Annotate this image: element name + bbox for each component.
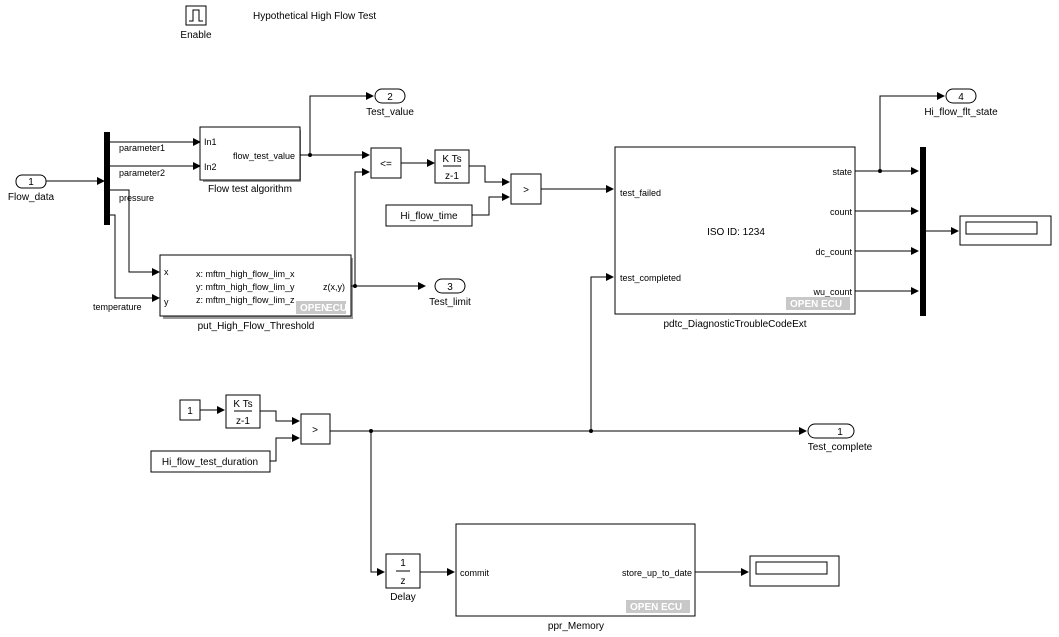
svg-text:OPEN: OPEN <box>300 303 328 314</box>
bus-signal-pressure: pressure <box>119 193 154 203</box>
bus-signal-parameter2: parameter2 <box>119 168 165 178</box>
display-block-2[interactable] <box>749 555 840 587</box>
outport-test-value[interactable]: 2 <box>374 88 406 104</box>
high-flow-threshold-label: put_High_Flow_Threshold <box>198 321 315 332</box>
svg-text:z-1: z-1 <box>236 416 250 427</box>
outport-hi-flow-flt-state[interactable]: 4 <box>945 88 977 104</box>
diagnostic-trouble-code-block[interactable]: test_failed test_completed ISO ID: 1234 … <box>614 146 856 315</box>
svg-text:3: 3 <box>447 282 453 293</box>
svg-text:test_failed: test_failed <box>620 188 661 198</box>
diagram-title: Hypothetical High Flow Test <box>253 11 376 22</box>
enable-block[interactable] <box>185 5 207 26</box>
memory-block[interactable]: commit store_up_to_date OPEN ECU <box>455 523 696 617</box>
outport-hi-flow-flt-state-label: Hi_flow_flt_state <box>924 107 998 118</box>
high-flow-threshold-block[interactable]: x y x: mftm_high_flow_lim_x y: mftm_high… <box>159 254 353 319</box>
svg-text:test_completed: test_completed <box>620 273 681 283</box>
svg-text:OPEN: OPEN <box>630 602 658 613</box>
bus-selector[interactable] <box>104 132 110 225</box>
svg-text:state: state <box>832 167 852 177</box>
outport-test-complete[interactable]: 1 <box>807 423 855 439</box>
delay-label: Delay <box>390 592 416 603</box>
svg-text:Hi_flow_time: Hi_flow_time <box>400 211 458 222</box>
enable-label: Enable <box>180 30 212 41</box>
svg-text:>: > <box>312 425 318 436</box>
svg-text:z-1: z-1 <box>445 171 459 182</box>
svg-text:dc_count: dc_count <box>815 247 852 257</box>
relational-operator-gt-1[interactable]: > <box>510 173 542 205</box>
memory-label: ppr_Memory <box>548 621 604 632</box>
bus-signal-temperature: temperature <box>93 302 142 312</box>
svg-text:z: z <box>401 576 406 587</box>
relational-operator-le[interactable]: <= <box>370 147 402 179</box>
svg-text:1: 1 <box>837 427 843 438</box>
svg-text:Hi_flow_test_duration: Hi_flow_test_duration <box>162 457 258 468</box>
flow-test-algorithm-label: Flow test algorithm <box>208 184 292 195</box>
svg-text:>: > <box>523 185 529 196</box>
inport-flow-data[interactable]: 1 <box>15 174 47 189</box>
outport-test-limit[interactable]: 3 <box>434 278 466 294</box>
svg-text:y: mftm_high_flow_lim_y: y: mftm_high_flow_lim_y <box>196 282 295 292</box>
svg-text:x: mftm_high_flow_lim_x: x: mftm_high_flow_lim_x <box>196 269 295 279</box>
svg-text:In2: In2 <box>204 162 217 172</box>
hi-flow-time-constant[interactable]: Hi_flow_time <box>385 204 473 227</box>
svg-text:OPEN: OPEN <box>790 299 818 310</box>
svg-text:count: count <box>830 207 853 217</box>
svg-text:K Ts: K Ts <box>233 399 252 410</box>
constant-one-block[interactable]: 1 <box>179 399 201 421</box>
svg-text:1: 1 <box>28 177 34 188</box>
discrete-integrator-1[interactable]: K Ts z-1 <box>434 149 470 184</box>
svg-text:ISO ID: 1234: ISO ID: 1234 <box>707 227 765 238</box>
svg-text:commit: commit <box>460 568 489 578</box>
mux-block[interactable] <box>920 147 926 316</box>
outport-test-complete-label: Test_complete <box>808 442 873 453</box>
hi-flow-test-duration-constant[interactable]: Hi_flow_test_duration <box>150 450 271 473</box>
svg-text:<=: <= <box>380 159 392 170</box>
svg-text:1: 1 <box>400 558 406 569</box>
svg-text:ECU: ECU <box>326 303 347 314</box>
diagnostic-trouble-code-label: pdtc_DiagnosticTroubleCodeExt <box>663 319 806 330</box>
svg-text:flow_test_value: flow_test_value <box>233 151 295 161</box>
svg-text:4: 4 <box>958 92 964 103</box>
inport-flow-data-label: Flow_data <box>8 192 55 203</box>
svg-text:x: x <box>164 267 169 277</box>
svg-text:wu_count: wu_count <box>812 287 852 297</box>
svg-text:K Ts: K Ts <box>442 154 461 165</box>
outport-test-limit-label: Test_limit <box>429 297 471 308</box>
outport-test-value-label: Test_value <box>366 107 414 118</box>
svg-text:1: 1 <box>187 406 193 417</box>
delay-block[interactable]: 1 z <box>385 553 421 589</box>
svg-text:z: mftm_high_flow_lim_z: z: mftm_high_flow_lim_z <box>196 295 295 305</box>
svg-text:In1: In1 <box>204 137 217 147</box>
flow-test-algorithm-block[interactable]: In1 In2 flow_test_value <box>199 126 301 182</box>
svg-text:z(x,y): z(x,y) <box>323 282 345 292</box>
svg-text:ECU: ECU <box>661 602 682 613</box>
svg-text:y: y <box>164 297 169 307</box>
bus-signal-parameter1: parameter1 <box>119 143 165 153</box>
display-block-1[interactable] <box>959 215 1052 246</box>
svg-text:2: 2 <box>387 92 393 103</box>
svg-text:store_up_to_date: store_up_to_date <box>622 568 692 578</box>
discrete-integrator-2[interactable]: K Ts z-1 <box>225 394 261 429</box>
relational-operator-gt-2[interactable]: > <box>300 413 331 445</box>
svg-text:ECU: ECU <box>821 299 842 310</box>
